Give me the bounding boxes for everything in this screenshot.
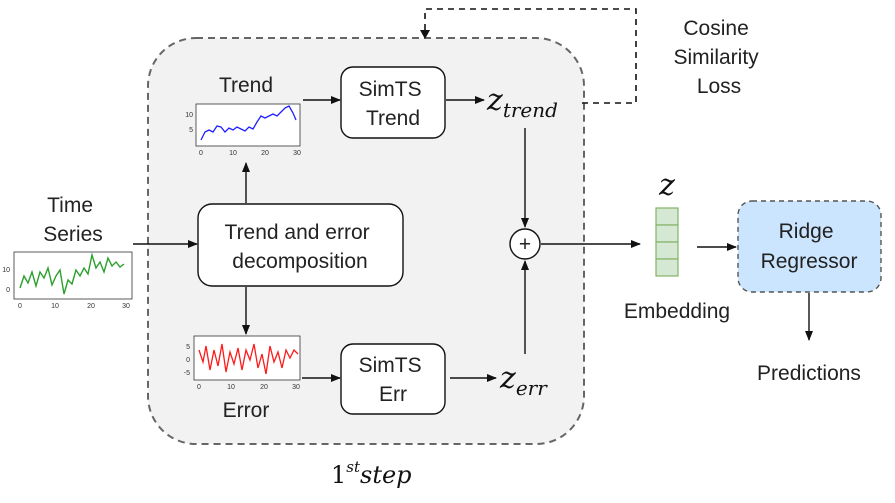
sum-node [509, 228, 541, 260]
cosine-loss-label: Cosine Similarity Loss [673, 17, 764, 98]
trend-chart: 10 5 0 10 20 30 [185, 103, 301, 157]
trend-line [200, 105, 297, 141]
svg-text:30: 30 [293, 150, 301, 157]
embedding-vector [655, 207, 679, 277]
svg-text:10: 10 [51, 303, 59, 310]
predictions-label: Predictions [757, 362, 861, 385]
simts-err-box [340, 343, 446, 415]
svg-text:0: 0 [199, 150, 203, 157]
svg-text:20: 20 [260, 384, 268, 391]
svg-text:5: 5 [186, 344, 190, 351]
trend-label: Trend [219, 74, 273, 97]
error-label: Error [223, 399, 270, 422]
svg-text:10: 10 [229, 150, 237, 157]
plus-symbol: + [519, 233, 531, 256]
z-trend-label: ztrend [486, 83, 558, 122]
feedback-loop-line [424, 8, 637, 104]
error-line [198, 343, 299, 375]
svg-text:20: 20 [261, 150, 269, 157]
svg-text:20: 20 [87, 303, 95, 310]
decomposition-box [197, 203, 404, 287]
time-series-chart: 10 0 0 10 20 30 [2, 251, 133, 310]
z-err-label: zerr [499, 361, 548, 400]
svg-text:30: 30 [292, 384, 300, 391]
svg-text:10: 10 [185, 112, 193, 119]
decomposition-label: Trend and error decomposition [225, 221, 376, 273]
error-chart: 5 0 -5 0 10 20 30 [184, 335, 301, 391]
ridge-regressor-label: Ridge Regressor [761, 220, 858, 273]
z-label: z [658, 168, 675, 203]
svg-text:5: 5 [189, 127, 193, 134]
feedback-arrowhead [420, 30, 430, 39]
svg-text:0: 0 [18, 303, 22, 310]
time-series-line [19, 252, 125, 295]
step-label: 1ststep [331, 458, 412, 489]
svg-text:0: 0 [186, 357, 190, 364]
ridge-regressor-box [737, 200, 882, 293]
svg-text:30: 30 [122, 303, 130, 310]
svg-text:0: 0 [6, 287, 10, 294]
svg-text:10: 10 [227, 384, 235, 391]
svg-text:0: 0 [197, 384, 201, 391]
simts-trend-label: SimTS Trend [359, 78, 428, 130]
svg-text:-5: -5 [184, 370, 190, 377]
svg-text:10: 10 [2, 267, 10, 274]
time-series-label: Time Series [43, 194, 103, 246]
embedding-label: Embedding [624, 300, 730, 323]
simts-err-label: SimTS Err [359, 354, 428, 406]
simts-trend-box [340, 66, 446, 139]
